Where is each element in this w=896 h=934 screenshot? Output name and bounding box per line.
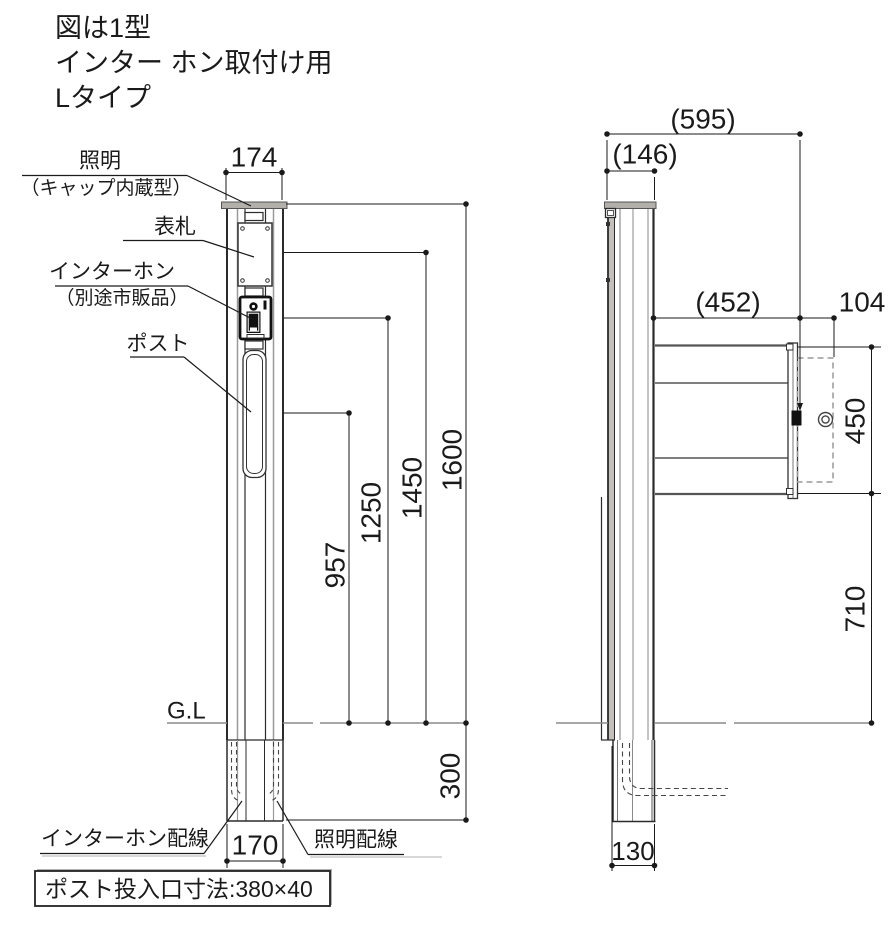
- dim-710: [868, 493, 875, 726]
- screw-icon: [240, 278, 245, 283]
- label-intercom-wiring: インターホン配線: [40, 800, 243, 857]
- title-block: 図は1型 インター ホン取付け用 Lタイプ: [55, 13, 333, 113]
- dim-300-value: 300: [435, 753, 466, 800]
- screw-icon: [606, 278, 610, 282]
- label-light-wiring: 照明配線: [276, 800, 442, 858]
- dim-146: [604, 168, 658, 200]
- label-intercom: インターホン （別途市販品）: [49, 261, 253, 320]
- spacer-bar: [244, 287, 264, 297]
- label-light-sub: （キャップ内蔵型）: [20, 177, 191, 199]
- dim-452-value: (452): [695, 287, 760, 318]
- note-text: ポスト投入口寸法:380×40: [45, 876, 313, 902]
- dim-104-value: 104: [839, 287, 886, 318]
- mailbox-lock-icon: [817, 411, 834, 428]
- dim-1250-value: 1250: [356, 482, 387, 544]
- dim-450-value: 450: [840, 398, 871, 445]
- side-lamp-fixture: [604, 207, 617, 282]
- side-dimensions: [604, 131, 881, 871]
- svg-text:インターホン配線: インターホン配線: [41, 828, 209, 851]
- dim-450: [798, 344, 881, 497]
- front-view: 174 1600 1450 1250 957 300 170 照明 （キャップ内…: [20, 142, 469, 868]
- lamp-window: [244, 211, 264, 222]
- dim-1600-value: 1600: [437, 429, 468, 491]
- front-buried-section: [226, 739, 284, 822]
- svg-text:インターホン: インターホン: [49, 261, 175, 284]
- screw-icon: [265, 278, 270, 283]
- dim-104: [797, 315, 837, 411]
- label-light: 照明 （キャップ内蔵型）: [20, 150, 252, 207]
- dim-300: [286, 723, 469, 823]
- label-nameplate: 表札: [123, 216, 255, 258]
- dim-595: [604, 131, 803, 318]
- intercom-unit: [238, 295, 273, 341]
- front-dimensions: [223, 168, 469, 868]
- dim-174: [223, 168, 285, 200]
- screw-icon: [606, 222, 610, 226]
- title-line-3: Lタイプ: [55, 83, 151, 113]
- spacer-bar: [244, 340, 264, 350]
- mailbox-latch: [791, 410, 802, 426]
- lamp-cap: [221, 201, 288, 209]
- dim-595-value: (595): [670, 104, 735, 135]
- dim-170-value: 170: [232, 830, 279, 861]
- dim-130: [609, 746, 658, 871]
- intercom-wiring-dashed: [230, 742, 244, 802]
- label-intercom-sub: （別途市販品）: [55, 287, 188, 309]
- dim-1600: [286, 201, 469, 726]
- nameplate-box: [237, 222, 273, 287]
- note-box: ポスト投入口寸法:380×40: [34, 869, 332, 907]
- dim-957: [283, 410, 352, 726]
- side-wiring-dashed: [621, 743, 728, 797]
- label-post: ポスト: [127, 333, 252, 413]
- dim-146-value: (146): [612, 139, 677, 170]
- intercom-led: [263, 300, 267, 310]
- latch-pointer-arrow: [797, 403, 803, 411]
- mailbox-side: [655, 342, 834, 500]
- dim-1450-value: 1450: [397, 457, 428, 519]
- title-line-1: 図は1型: [55, 13, 151, 43]
- side-buried-section: [612, 740, 728, 823]
- dim-174-value: 174: [231, 142, 278, 173]
- post-slot: [242, 349, 267, 479]
- dim-957-value: 957: [320, 542, 351, 589]
- dim-170: [224, 824, 286, 868]
- dim-1250: [283, 315, 391, 726]
- title-line-2: インター ホン取付け用: [55, 48, 333, 78]
- side-front-strip: [608, 208, 614, 740]
- light-wiring-dashed: [266, 742, 280, 802]
- side-lamp-cap: [604, 201, 657, 209]
- dim-710-value: 710: [840, 586, 871, 633]
- side-pillar: [600, 208, 655, 741]
- svg-text:照明: 照明: [79, 150, 121, 173]
- front-labels: 照明 （キャップ内蔵型） 表札 インターホン （別途市販品） ポスト: [20, 150, 442, 858]
- label-ground-level: G.L: [167, 698, 206, 725]
- screw-icon: [265, 226, 270, 231]
- dim-130-value: 130: [611, 836, 654, 866]
- svg-text:表札: 表札: [154, 216, 196, 239]
- svg-text:ポスト: ポスト: [127, 333, 190, 356]
- screw-icon: [240, 226, 245, 231]
- dim-1450: [283, 249, 429, 726]
- svg-text:照明配線: 照明配線: [314, 829, 398, 852]
- side-view: (595) (146) (452) 104 450 710 130: [556, 104, 886, 871]
